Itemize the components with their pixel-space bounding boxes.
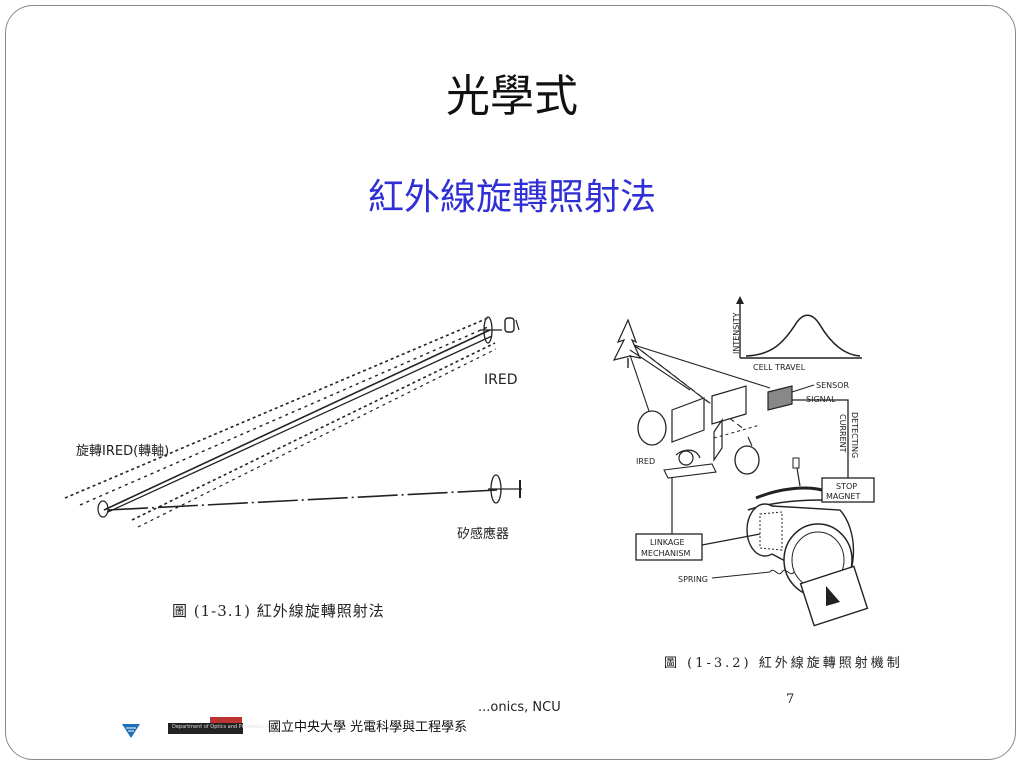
label-sensor: SENSOR: [816, 381, 849, 390]
slide-subtitle: 紅外線旋轉照射法: [367, 177, 656, 218]
label-cell-travel: CELL TRAVEL: [753, 363, 806, 372]
footer-logo-accent: [210, 717, 242, 723]
label-rotating-ired: 旋轉IRED(轉軸): [76, 444, 169, 459]
label-stop: STOP: [836, 482, 857, 491]
label-linkage: LINKAGE: [650, 538, 685, 547]
label-magnet: MAGNET: [826, 492, 860, 501]
label-mechanism: MECHANISM: [641, 549, 690, 558]
footer-logo: Department of Optics and Photonics, NCU: [168, 723, 277, 734]
caption-figure-1: 圖 (1-3.1) 紅外線旋轉照射法: [172, 602, 385, 620]
label-detecting: DETECTING: [850, 412, 859, 458]
university-shield-icon: [122, 724, 140, 738]
slide-frame: [5, 5, 1016, 760]
caption-figure-2: 圖 (1-3.2) 紅外線旋轉照射機制: [664, 656, 903, 671]
label-detector: 矽感應器: [457, 526, 509, 542]
footer-text: 國立中央大學 光電科學與工程學系: [268, 720, 468, 735]
label-intensity: INTENSITY: [732, 312, 741, 354]
label-current: CURRENT: [838, 414, 847, 453]
label-spring: SPRING: [678, 575, 708, 584]
source-text: ...onics, NCU: [478, 700, 561, 715]
footer-logo-text: Department of Optics and Photonics, NCU: [172, 724, 277, 730]
page-number: 7: [786, 692, 795, 707]
label-ired-right: IRED: [636, 457, 655, 466]
label-ired: IRED: [484, 372, 517, 388]
slide-title: 光學式: [446, 71, 578, 122]
